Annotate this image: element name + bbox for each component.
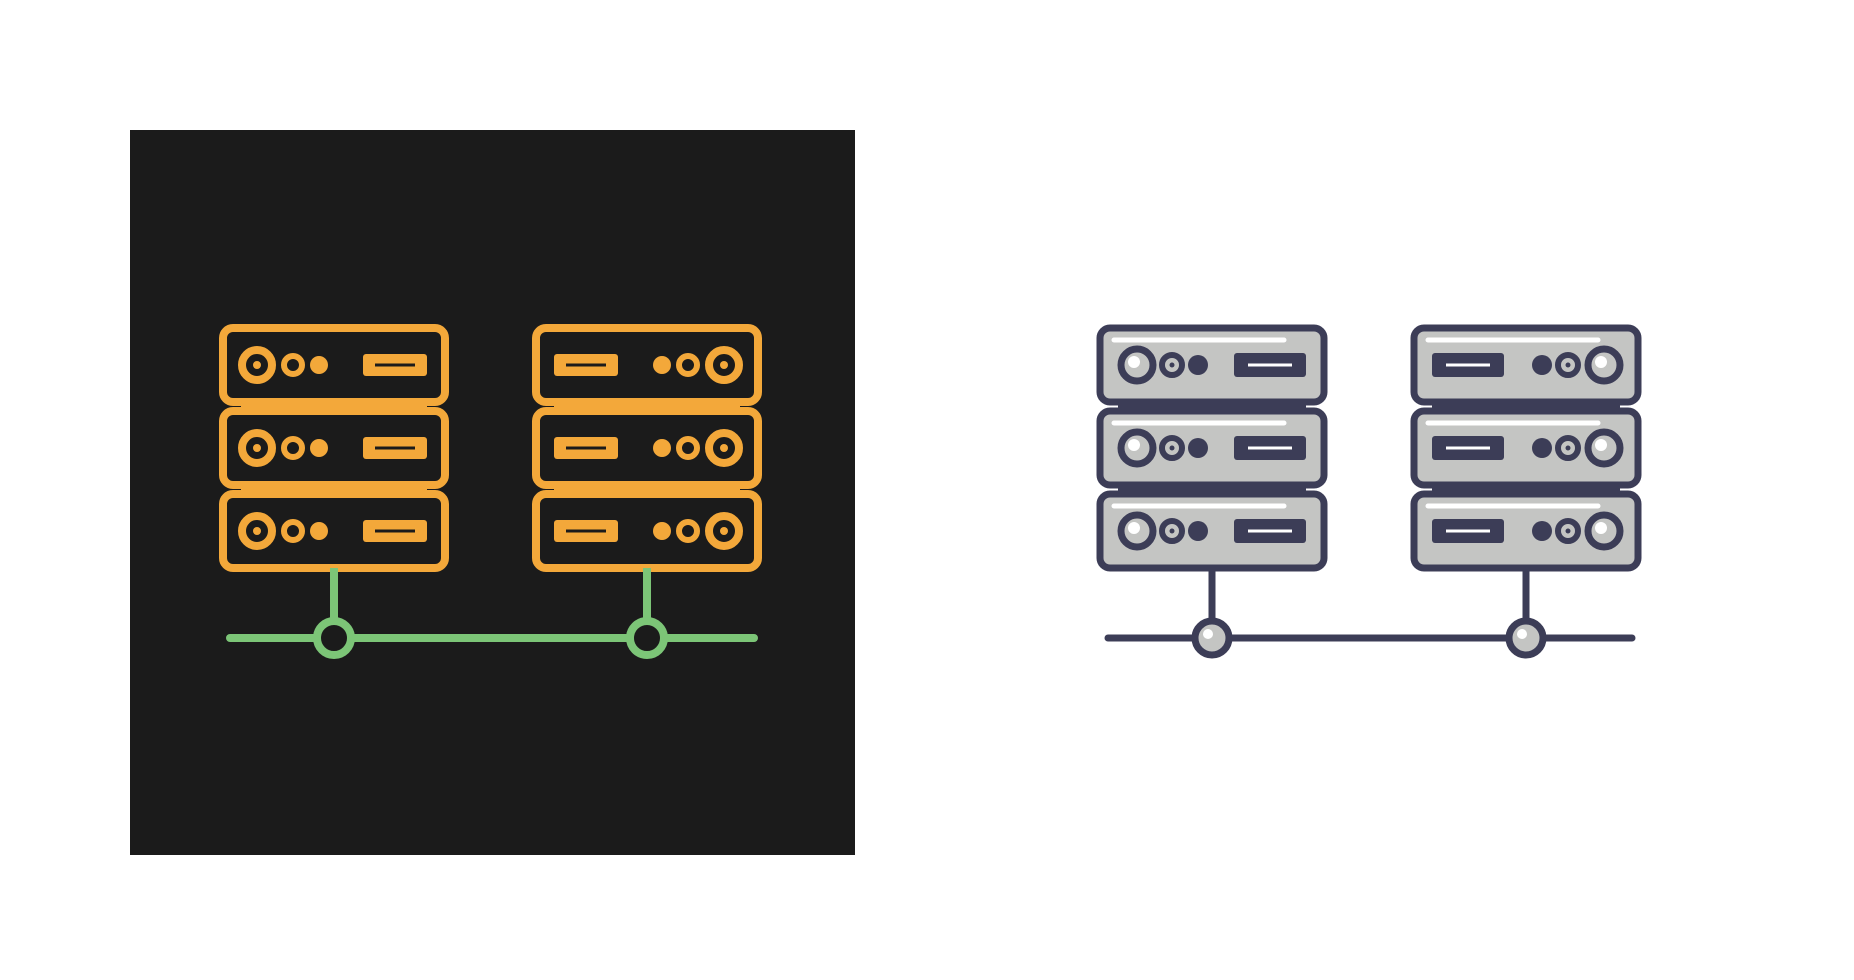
disk-highlight	[1595, 522, 1607, 534]
disk-icon	[705, 429, 743, 467]
disk-highlight	[1128, 356, 1140, 368]
disk-highlight	[1128, 522, 1140, 534]
server-case	[1096, 407, 1328, 489]
server-unit	[1410, 407, 1642, 489]
led-indicator	[653, 439, 671, 457]
node-highlight	[1517, 629, 1527, 639]
led-center-dot	[1169, 445, 1175, 451]
node-highlight	[1203, 629, 1213, 639]
server-unit	[1096, 490, 1328, 572]
disk-icon	[238, 346, 276, 384]
led-indicator	[281, 353, 305, 377]
network-node	[1191, 617, 1233, 659]
server-case	[1410, 407, 1642, 489]
server-case	[532, 324, 762, 406]
disk-icon	[238, 429, 276, 467]
server-unit	[532, 324, 762, 406]
server-case	[219, 407, 449, 489]
led-center-dot	[1565, 445, 1571, 451]
led-indicator	[310, 439, 328, 457]
server-unit	[219, 324, 449, 406]
led-center-dot	[1169, 528, 1175, 534]
network-bus	[1104, 568, 1636, 659]
disk-highlight	[1595, 439, 1607, 451]
disk-icon	[705, 512, 743, 550]
led-indicator	[653, 356, 671, 374]
network-node	[1505, 617, 1547, 659]
server-stack	[1410, 324, 1642, 572]
led-indicator	[1188, 521, 1208, 541]
led-indicator	[676, 519, 700, 543]
led-indicator	[676, 353, 700, 377]
led-indicator	[281, 519, 305, 543]
server-unit	[532, 407, 762, 489]
server-unit	[1096, 407, 1328, 489]
led-center-dot	[1169, 362, 1175, 368]
network-bus	[226, 568, 758, 659]
disk-icon	[705, 346, 743, 384]
led-indicator	[1188, 438, 1208, 458]
led-indicator	[310, 356, 328, 374]
server-unit	[1096, 324, 1328, 406]
disk-icon	[238, 512, 276, 550]
server-case	[1410, 324, 1642, 406]
light-icon-tile	[1090, 315, 1760, 685]
led-indicator	[1532, 521, 1552, 541]
led-indicator	[310, 522, 328, 540]
led-indicator	[1532, 438, 1552, 458]
led-indicator	[676, 436, 700, 460]
server-network-icon	[130, 130, 855, 855]
led-indicator	[281, 436, 305, 460]
server-unit	[1410, 324, 1642, 406]
disk-highlight	[1128, 439, 1140, 451]
server-unit	[219, 407, 449, 489]
led-indicator	[653, 522, 671, 540]
server-case	[219, 324, 449, 406]
server-network-icon	[1096, 324, 1642, 659]
network-node	[313, 617, 355, 659]
disk-center-dot	[720, 361, 728, 369]
disk-center-dot	[253, 361, 261, 369]
server-unit	[1410, 490, 1642, 572]
network-node	[626, 617, 668, 659]
disk-center-dot	[720, 444, 728, 452]
led-indicator	[1188, 355, 1208, 375]
server-stack	[1096, 324, 1328, 572]
server-case	[1096, 324, 1328, 406]
server-case	[532, 407, 762, 489]
led-center-dot	[1565, 528, 1571, 534]
disk-center-dot	[720, 527, 728, 535]
led-indicator	[1532, 355, 1552, 375]
disk-highlight	[1595, 356, 1607, 368]
disk-center-dot	[253, 444, 261, 452]
disk-center-dot	[253, 527, 261, 535]
dark-icon-tile	[130, 130, 855, 855]
led-center-dot	[1565, 362, 1571, 368]
